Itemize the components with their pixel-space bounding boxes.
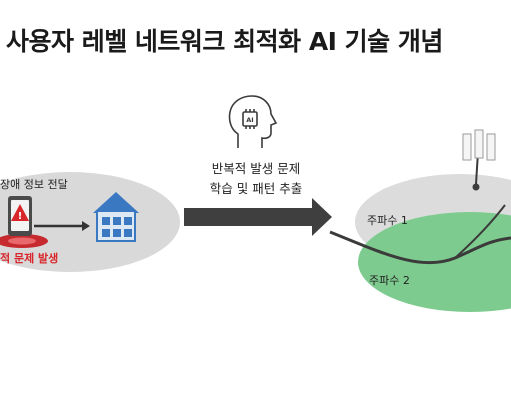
frequency-2-label: 주파수 2 bbox=[369, 274, 410, 287]
page-title: 사용자 레벨 네트워크 최적화 AI 기술 개념 bbox=[6, 27, 443, 56]
caption-line-1: 반복적 발생 문제 bbox=[211, 161, 301, 176]
user-area-ellipse bbox=[0, 172, 180, 272]
smartphone-alert-icon bbox=[8, 196, 32, 236]
alert-symbol: ! bbox=[18, 211, 23, 222]
house-icon bbox=[93, 192, 139, 242]
info-transfer-label: 장애 정보 전달 bbox=[0, 178, 68, 191]
frequency-1-label: 주파수 1 bbox=[367, 214, 408, 227]
ai-head-icon bbox=[228, 95, 278, 148]
ai-learning-caption: 반복적 발생 문제 학습 및 패턴 추출 bbox=[176, 159, 336, 199]
signal-path-line bbox=[329, 230, 511, 265]
arrow-right-icon bbox=[184, 198, 332, 236]
problem-occurrence-label: 적 문제 발생 bbox=[0, 252, 59, 265]
cell-tower-icon bbox=[462, 129, 496, 191]
caption-line-2: 학습 및 패턴 추출 bbox=[209, 181, 303, 196]
ai-chip-label: AI bbox=[246, 116, 253, 124]
